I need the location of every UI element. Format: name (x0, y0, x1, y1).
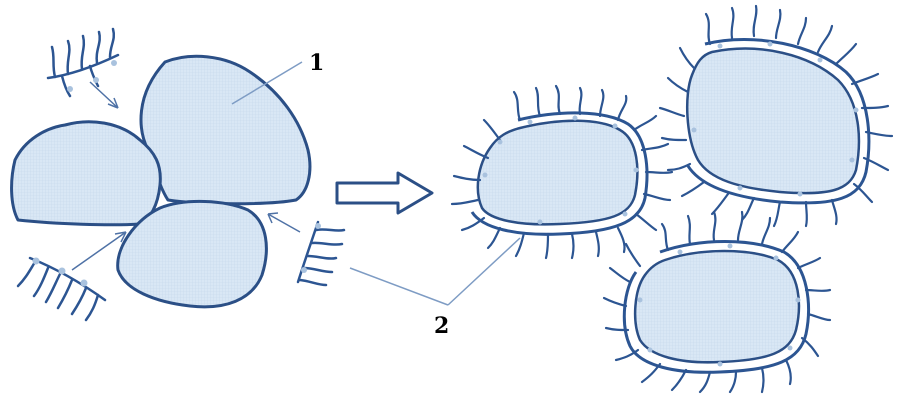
particle-core (635, 251, 799, 362)
label-1: 1 (309, 50, 324, 76)
particle-core (478, 121, 638, 225)
arrow-top-left (90, 82, 118, 108)
transition-arrow (337, 173, 432, 213)
surfactant-heads-top-left (67, 60, 117, 92)
coated-particle-top-right (660, 6, 892, 226)
surfactant-chain-bottom-left (18, 258, 105, 320)
particle-core (687, 49, 859, 194)
label-2: 2 (434, 313, 449, 339)
surfactant-chain-mid (298, 222, 344, 285)
coated-particle-bottom (604, 212, 830, 392)
arrow-mid (268, 213, 300, 232)
surfactant-chain-top-left (48, 29, 118, 96)
leader-lines-2 (350, 238, 520, 305)
coated-particle-left (452, 86, 672, 258)
particle-top-right (141, 56, 310, 203)
particle-left (12, 122, 161, 225)
